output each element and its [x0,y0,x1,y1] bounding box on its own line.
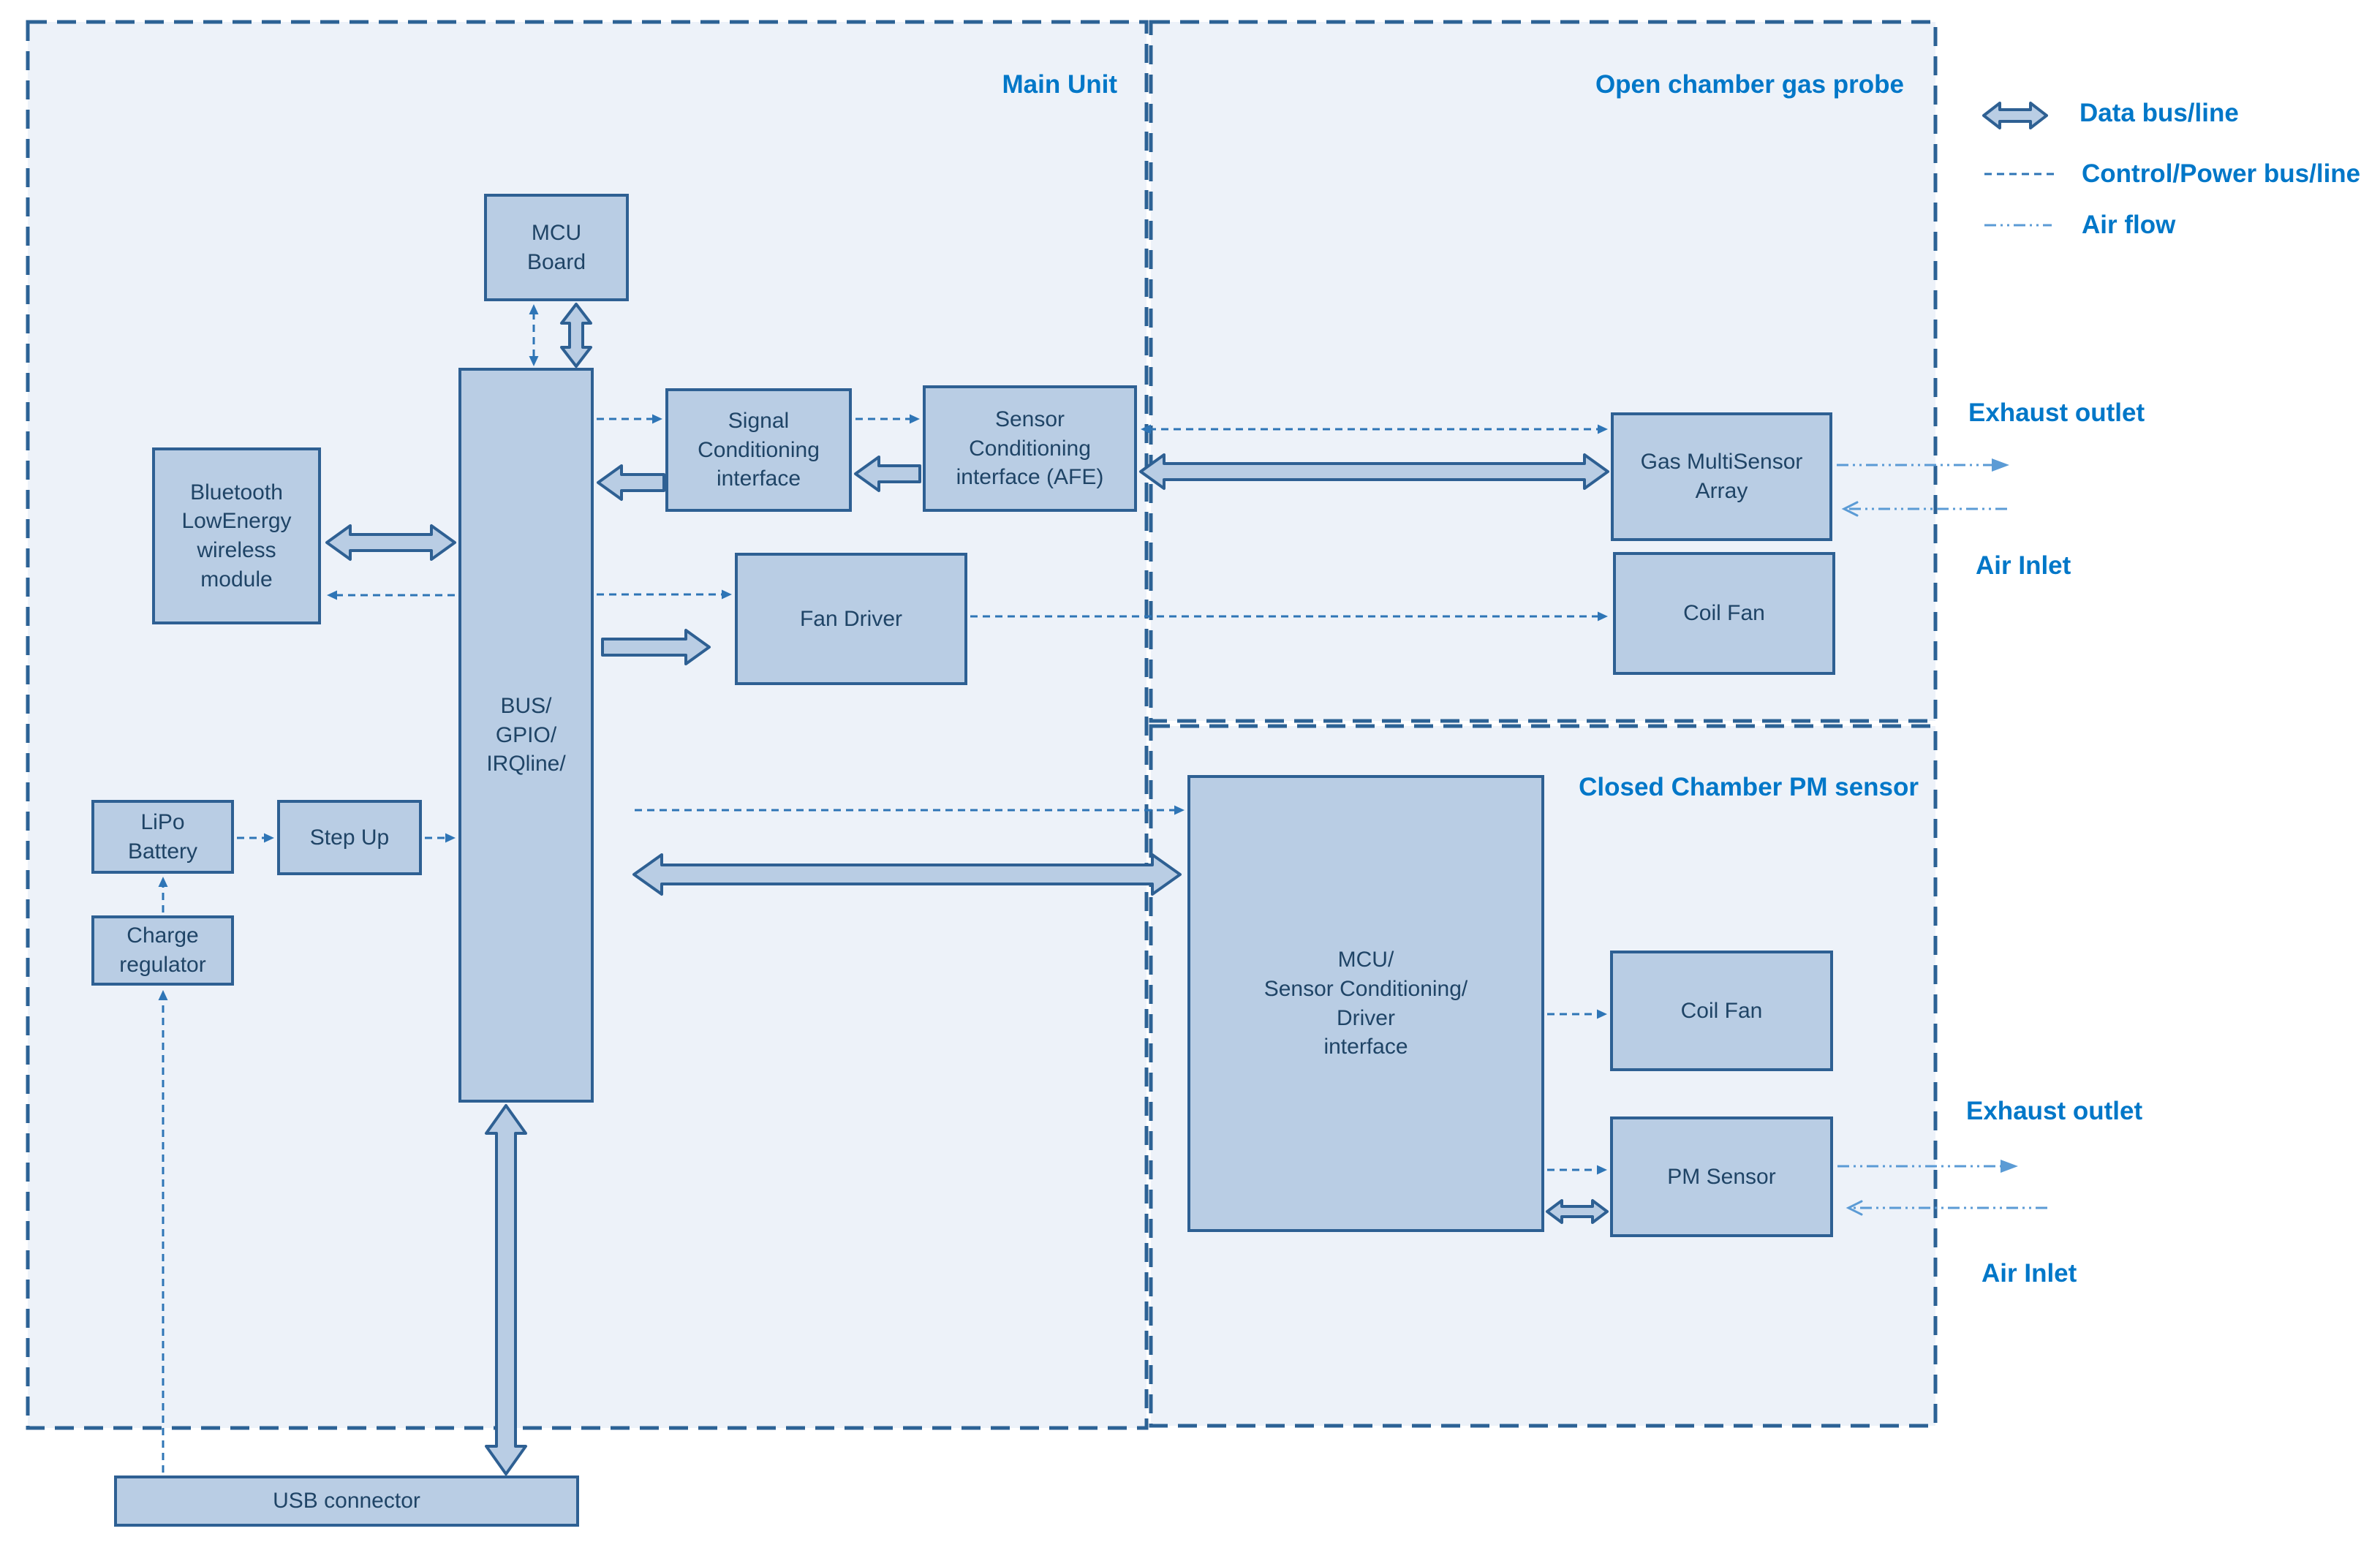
lipo-battery-label: LiPo Battery [127,809,198,864]
data-arrow-bus-fan-driver [601,629,711,665]
gas-probe-title: Open chamber gas probe [1595,70,1904,99]
bus-gpio-irq-block: BUS/ GPIO/ IRQline/ [458,368,594,1103]
closed-chamber-title: Closed Chamber PM sensor [1579,773,1919,801]
coil-fan-pm-label: Coil Fan [1680,998,1763,1023]
lipo-battery-block: LiPo Battery [91,800,234,874]
exhaust-outlet-label-top: Exhaust outlet [1968,398,2145,427]
data-arrow-afe-gas-array [1139,453,1609,490]
coil-fan-gas-block: Coil Fan [1613,552,1835,675]
exhaust-outlet-label-bottom: Exhaust outlet [1966,1097,2143,1125]
charge-regulator-block: Charge regulator [91,915,234,986]
data-arrow-bus-usb [485,1104,527,1475]
legend-data-bus-arrow [1982,102,2048,129]
air-inlet-label-top: Air Inlet [1976,551,2071,580]
gas-multisensor-array-label: Gas MultiSensor Array [1640,450,1803,503]
fan-driver-label: Fan Driver [799,606,903,631]
signal-conditioning-block: Signal Conditioning interface [665,388,852,512]
usb-connector-block: USB connector [114,1475,579,1527]
usb-connector-label: USB connector [273,1489,420,1514]
fan-driver-block: Fan Driver [735,553,967,685]
data-arrow-signal-bus [597,464,665,501]
mcu-board-block: MCU Board [484,194,629,301]
bluetooth-block: Bluetooth LowEnergy wireless module [152,447,321,624]
step-up-label: Step Up [309,825,390,850]
coil-fan-gas-label: Coil Fan [1683,601,1765,626]
mcu-board-label: MCU Board [526,220,586,274]
closed-mcu-label: MCU/ Sensor Conditioning/ Driver interfa… [1263,948,1468,1059]
coil-fan-pm-block: Coil Fan [1610,951,1833,1071]
legend-control-power-label: Control/Power bus/line [2082,159,2361,188]
signal-conditioning-label: Signal Conditioning interface [698,409,820,491]
data-arrow-closed-mcu-pm-sensor [1546,1199,1609,1224]
data-arrow-bus-closed-mcu [632,853,1182,896]
pm-sensor-block: PM Sensor [1610,1116,1833,1237]
sensor-conditioning-afe-block: Sensor Conditioning interface (AFE) [923,385,1137,512]
data-arrow-mcu-board-bus [560,303,592,368]
main-unit-title: Main Unit [1002,70,1117,99]
legend-air-flow-label: Air flow [2082,211,2176,239]
closed-mcu-block: MCU/ Sensor Conditioning/ Driver interfa… [1187,775,1544,1232]
data-arrow-afe-signal [854,456,921,492]
pm-sensor-label: PM Sensor [1667,1164,1776,1189]
legend-data-bus-label: Data bus/line [2079,99,2239,127]
charge-regulator-label: Charge regulator [119,923,206,977]
bus-gpio-irq-label: BUS/ GPIO/ IRQline/ [486,694,566,776]
sensor-conditioning-afe-label: Sensor Conditioning interface (AFE) [956,407,1104,490]
air-inlet-label-bottom: Air Inlet [1982,1259,2077,1288]
bluetooth-label: Bluetooth LowEnergy wireless module [181,480,292,592]
data-arrow-bluetooth-bus [325,524,456,561]
gas-multisensor-array-block: Gas MultiSensor Array [1611,412,1832,541]
step-up-block: Step Up [277,800,422,875]
